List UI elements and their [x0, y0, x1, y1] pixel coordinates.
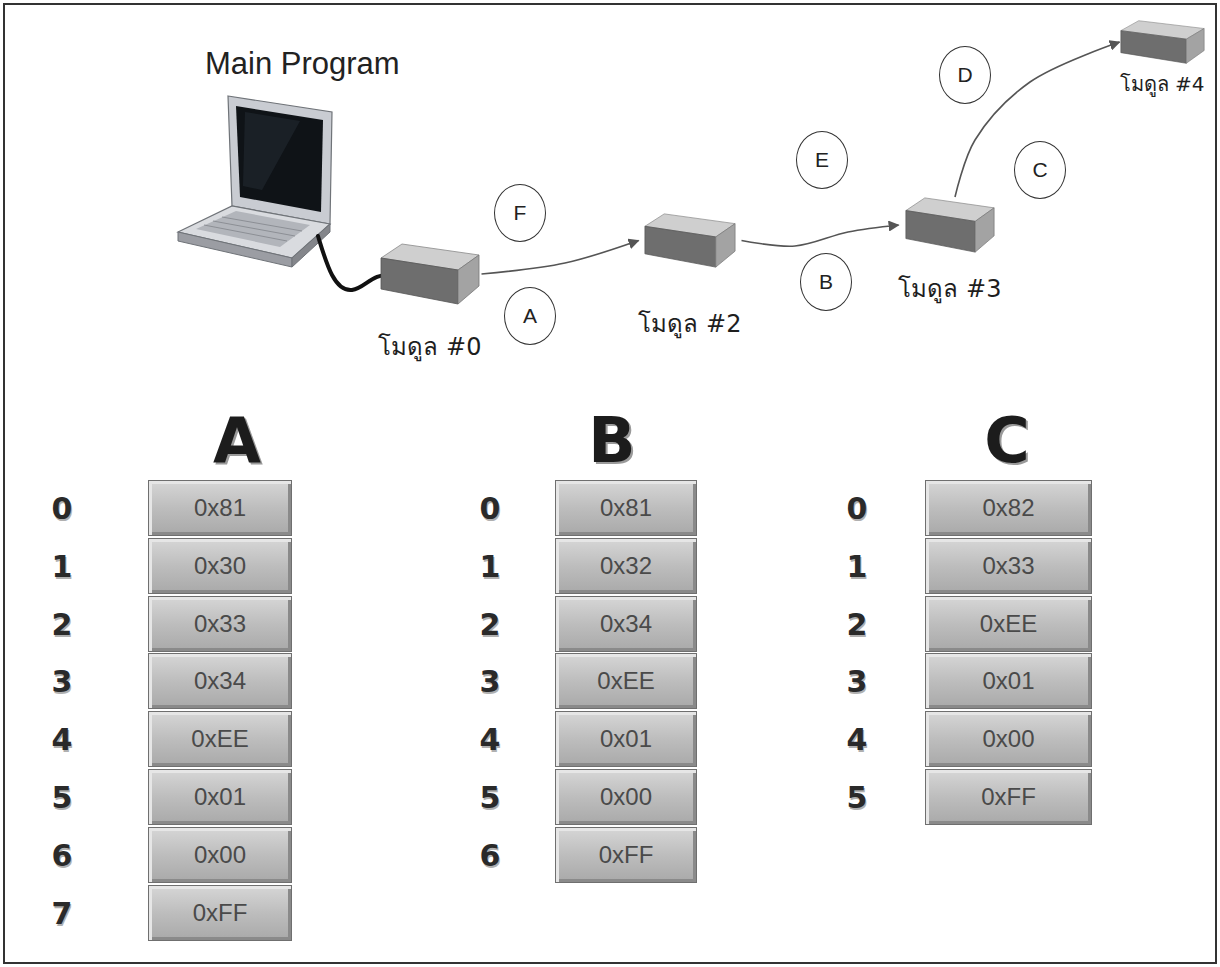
row-index: 4: [52, 722, 73, 757]
module-label: โมดูล #2: [638, 310, 741, 339]
table-cell: 0x00: [925, 711, 1092, 767]
table-cell: 0x81: [555, 480, 697, 536]
row-index: 3: [847, 664, 868, 699]
module-icon: [644, 213, 736, 268]
table-cell: 0x82: [925, 480, 1092, 536]
module-icon: [380, 243, 480, 305]
circle-letter: A: [523, 304, 537, 328]
letter-circle: D: [939, 46, 991, 104]
letter-circle: E: [796, 131, 848, 189]
table-cell: 0xFF: [555, 827, 697, 883]
circle-letter: E: [815, 148, 829, 172]
row-index: 5: [847, 780, 868, 815]
module-box: โมดูล #4: [1120, 20, 1205, 96]
table-cell: 0x00: [148, 827, 292, 883]
table-cell: 0xFF: [148, 885, 292, 941]
row-index: 1: [480, 548, 501, 583]
row-index: 4: [480, 722, 501, 757]
table-heading: C: [984, 404, 1030, 477]
table-cell: 0x01: [555, 711, 697, 767]
module-label: โมดูล #0: [378, 333, 481, 362]
module-label: โมดูล #4: [1120, 72, 1205, 96]
circle-letter: C: [1032, 158, 1047, 182]
row-index: 2: [847, 606, 868, 641]
module-box: โมดูล #3: [898, 197, 1001, 304]
table-cell: 0xFF: [925, 769, 1092, 825]
table-cell: 0xEE: [555, 653, 697, 709]
table-cell: 0x81: [148, 480, 292, 536]
circle-letter: B: [819, 270, 833, 294]
circle-letter: F: [514, 201, 527, 225]
table-cell: 0x32: [555, 538, 697, 594]
module-icon: [1120, 20, 1205, 64]
laptop-illustration: [178, 96, 332, 267]
letter-circle: B: [800, 253, 852, 311]
row-index: 0: [480, 491, 501, 526]
table-cell: 0x33: [925, 538, 1092, 594]
row-index: 0: [52, 491, 73, 526]
row-index: 1: [52, 548, 73, 583]
row-index: 1: [847, 548, 868, 583]
table-cell: 0x34: [555, 596, 697, 652]
row-index: 3: [480, 664, 501, 699]
row-index: 0: [847, 491, 868, 526]
table-cell: 0x34: [148, 653, 292, 709]
table-cell: 0x01: [925, 653, 1092, 709]
row-index: 6: [52, 837, 73, 872]
row-index: 2: [52, 606, 73, 641]
table-heading: A: [213, 404, 261, 477]
data-flow-arrow: [482, 241, 639, 275]
module-box: โมดูล #0: [378, 243, 481, 362]
row-index: 5: [480, 780, 501, 815]
table-cell: 0x30: [148, 538, 292, 594]
row-index: 7: [52, 895, 73, 930]
module-icon: [905, 197, 995, 253]
table-cell: 0x33: [148, 596, 292, 652]
table-cell: 0x01: [148, 769, 292, 825]
letter-circle: C: [1014, 141, 1066, 199]
data-flow-arrow: [742, 225, 899, 246]
module-box: โมดูล #2: [638, 213, 741, 339]
row-index: 4: [847, 722, 868, 757]
table-cell: 0xEE: [925, 596, 1092, 652]
row-index: 5: [52, 780, 73, 815]
table-cell: 0x00: [555, 769, 697, 825]
circle-letter: D: [957, 63, 972, 87]
row-index: 6: [480, 837, 501, 872]
row-index: 3: [52, 664, 73, 699]
module-label: โมดูล #3: [898, 275, 1001, 304]
table-cell: 0xEE: [148, 711, 292, 767]
frame-border: [4, 4, 1216, 963]
row-index: 2: [480, 606, 501, 641]
letter-circle: F: [494, 184, 546, 242]
program-title: Main Program: [205, 46, 400, 82]
letter-circle: A: [504, 287, 556, 345]
table-heading: B: [588, 404, 635, 477]
